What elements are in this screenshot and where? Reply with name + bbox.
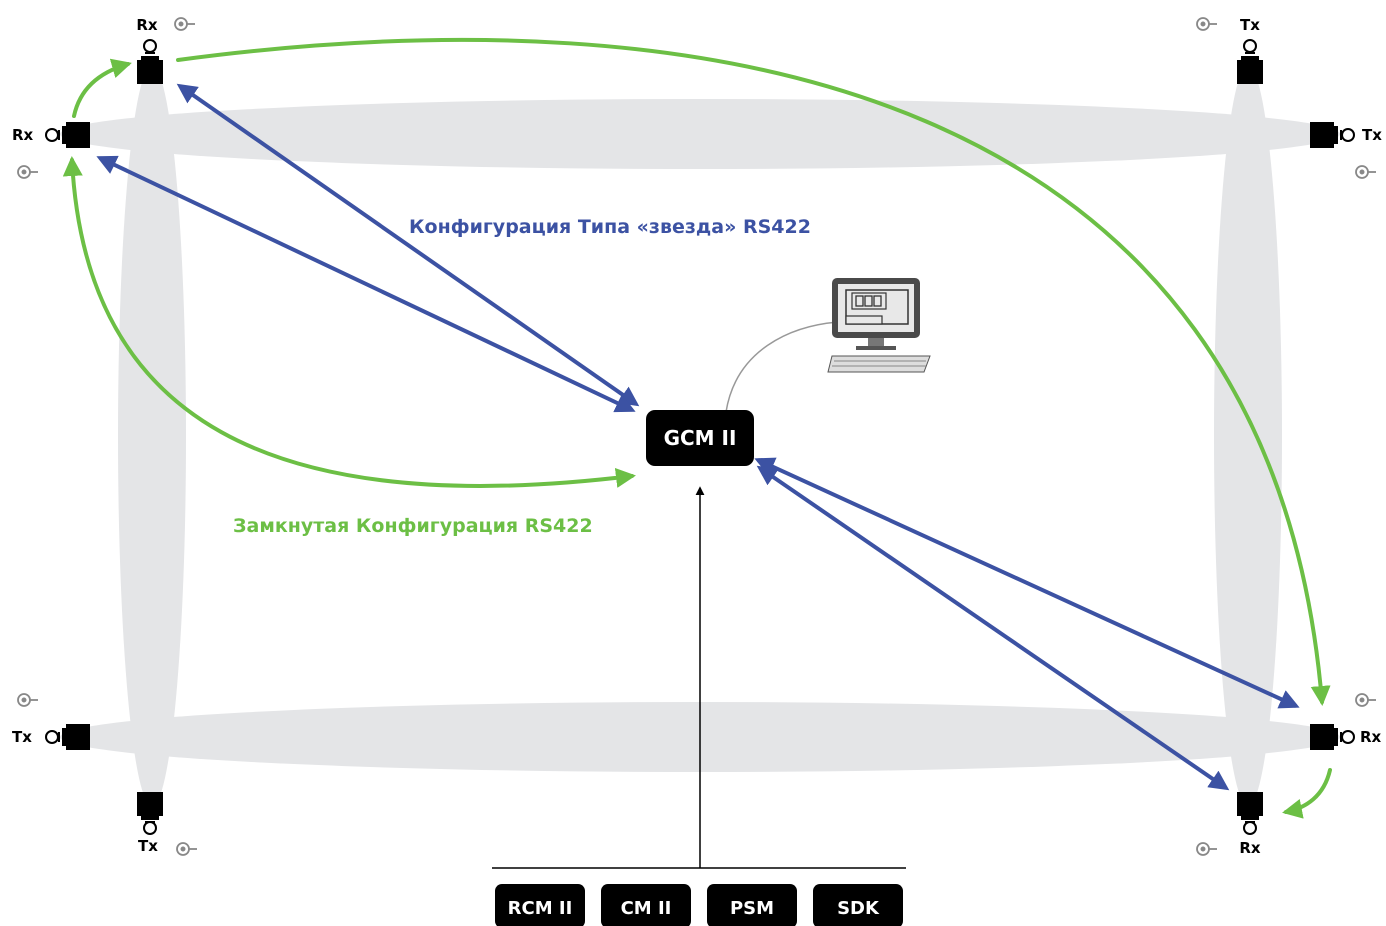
computer-icon	[827, 278, 931, 373]
gcm-label: GCM II	[664, 426, 737, 450]
svg-text:Rx: Rx	[12, 126, 34, 144]
module-row: RCM II CM II PSM SDK	[495, 884, 903, 926]
sensor-icon	[176, 842, 197, 856]
sensor-icon	[174, 17, 195, 31]
module-bus	[492, 486, 906, 869]
gcm-controller: GCM II	[646, 410, 754, 466]
module-rcm-ii[interactable]: RCM II	[495, 884, 585, 926]
star-link-tl-left	[96, 155, 636, 413]
ring-link-top-arc	[176, 37, 1331, 706]
svg-text:Tx: Tx	[138, 837, 158, 855]
ring-links	[62, 37, 1332, 819]
module-cm-ii[interactable]: CM II	[601, 884, 691, 926]
sensor-icons	[17, 17, 1376, 856]
devices: Rx Rx Tx Tx	[12, 16, 1382, 857]
device-br-bottom: Rx	[1237, 792, 1263, 857]
star-config-label: Конфигурация Типа «звезда» RS422	[409, 216, 811, 238]
module-sdk[interactable]: SDK	[813, 884, 903, 926]
sensor-icon	[17, 693, 38, 707]
sensor-icon	[1196, 842, 1217, 856]
device-tr-right: Tx	[1310, 122, 1382, 148]
device-tl-left: Rx	[12, 122, 90, 148]
svg-text:PSM: PSM	[730, 898, 774, 919]
svg-text:Tx: Tx	[1362, 126, 1382, 144]
svg-text:Tx: Tx	[1240, 16, 1260, 34]
ring-config-label: Замкнутая Конфигурация RS422	[233, 515, 593, 537]
device-tl-top: Rx	[136, 16, 163, 84]
sensor-icon	[1196, 17, 1217, 31]
beam-left	[118, 66, 186, 806]
svg-text:CM II: CM II	[621, 898, 672, 919]
device-bl-left: Tx	[12, 724, 90, 750]
sensor-icon	[17, 165, 38, 179]
svg-text:Tx: Tx	[12, 728, 32, 746]
computer-cable	[725, 321, 839, 413]
svg-text:Rx: Rx	[136, 16, 158, 34]
device-tr-top: Tx	[1237, 16, 1263, 84]
device-bl-bottom: Tx	[137, 792, 163, 855]
star-links	[96, 83, 1300, 791]
svg-text:Rx: Rx	[1239, 839, 1261, 857]
module-psm[interactable]: PSM	[707, 884, 797, 926]
ring-link-br-corner	[1282, 768, 1332, 819]
svg-text:SDK: SDK	[837, 898, 880, 919]
sensor-icon	[1355, 693, 1376, 707]
sensor-icon	[1355, 165, 1376, 179]
star-link-br-bottom	[756, 465, 1230, 791]
ring-link-left-arc	[62, 156, 636, 488]
ring-link-tl-corner	[72, 58, 132, 118]
svg-text:Rx: Rx	[1360, 728, 1382, 746]
device-br-right: Rx	[1310, 724, 1382, 750]
svg-text:RCM II: RCM II	[508, 898, 573, 919]
